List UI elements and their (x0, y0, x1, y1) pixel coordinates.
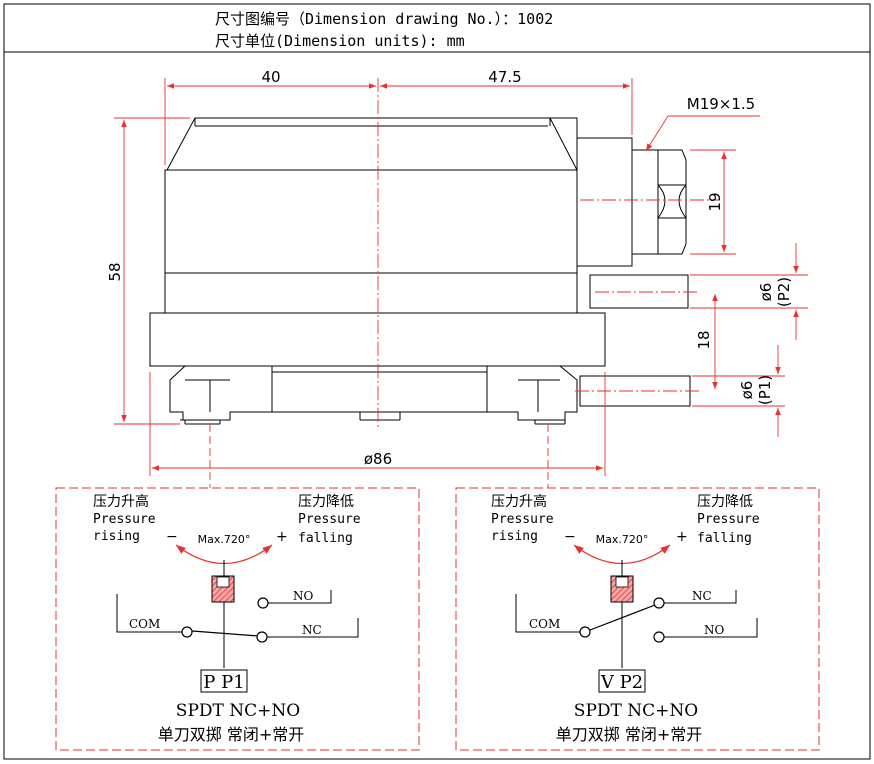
upper-contact-point (257, 597, 269, 609)
lower-contact-point (256, 631, 268, 643)
com-label: COM (129, 617, 160, 631)
sheet-frame (3, 3, 871, 760)
lower-contact-label: NC (302, 623, 322, 637)
dim-height: 58 (106, 262, 124, 281)
dim-port-dia-p1: ø6 (738, 381, 756, 400)
pressure-rising-en-1: Pressure (93, 512, 156, 527)
switch-blade (589, 604, 656, 631)
upper-contact-label: NO (293, 589, 314, 603)
schematic-panel-pp1: 压力升高 Pressure rising 压力降低 Pressure falli… (55, 487, 420, 751)
model-code: P P1 (203, 672, 244, 693)
com-contact-point (181, 626, 193, 638)
plus-sign: + (676, 529, 688, 545)
spec-label: SPDT NC+NO (176, 701, 300, 721)
pressure-falling-cn: 压力降低 (298, 494, 354, 510)
dim-port-label-p1: (P1) (756, 375, 774, 405)
dim-thread: M19×1.5 (687, 95, 755, 113)
pressure-falling-en-1: Pressure (697, 512, 760, 527)
com-contact-point (579, 626, 591, 638)
spec-label: SPDT NC+NO (574, 701, 698, 721)
upper-contact-point (653, 597, 665, 609)
dim-port-dia-p2: ø6 (757, 283, 775, 302)
pressure-falling-en-1: Pressure (298, 512, 361, 527)
upper-contact-label: NC (692, 589, 712, 603)
spec-label-cn: 单刀双掷 常闭+常开 (158, 725, 305, 744)
switch-body-outline (149, 117, 691, 425)
dimension-units-title: 尺寸单位(Dimension units): mm (215, 32, 465, 50)
dimension-labels: 40 47.5 M19×1.5 19 58 ø6 (P2) 18 ø6 (P1)… (106, 68, 793, 468)
schematic-panel-vp2: 压力升高 Pressure rising 压力降低 Pressure falli… (455, 487, 820, 751)
dim-hex: 19 (706, 192, 724, 211)
spec-label-cn: 单刀双掷 常闭+常开 (556, 725, 703, 744)
pressure-falling-en-2: falling (697, 531, 752, 546)
pressure-rising-en-1: Pressure (491, 512, 554, 527)
lower-contact-label: NO (704, 623, 725, 637)
dim-port-spacing: 18 (695, 330, 713, 349)
dim-width-right: 47.5 (488, 68, 521, 86)
switch-blade (191, 630, 259, 637)
model-code: V P2 (600, 672, 643, 693)
center-lines (377, 78, 720, 428)
dim-port-label-p2: (P2) (775, 277, 793, 307)
dim-width-left: 40 (261, 68, 280, 86)
pressure-rising-cn: 压力升高 (491, 493, 547, 510)
dim-base-dia: ø86 (364, 450, 392, 468)
dimension-lines (114, 78, 808, 476)
leader-to-panels (209, 424, 549, 488)
max-angle-label: Max.720° (198, 533, 251, 546)
com-label: COM (529, 617, 560, 631)
pressure-falling-en-2: falling (298, 531, 353, 546)
lower-contact-point (653, 631, 665, 643)
max-angle-label: Max.720° (596, 533, 649, 546)
pressure-rising-en-2: rising (491, 529, 538, 544)
plus-sign: + (276, 529, 288, 545)
pressure-falling-cn: 压力降低 (697, 494, 753, 510)
pressure-rising-en-2: rising (93, 529, 140, 544)
pressure-rising-cn: 压力升高 (93, 493, 149, 510)
drawing-number-title: 尺寸图编号（Dimension drawing No.）：1002 (215, 10, 554, 28)
minus-sign: − (166, 529, 178, 545)
minus-sign: − (564, 529, 576, 545)
